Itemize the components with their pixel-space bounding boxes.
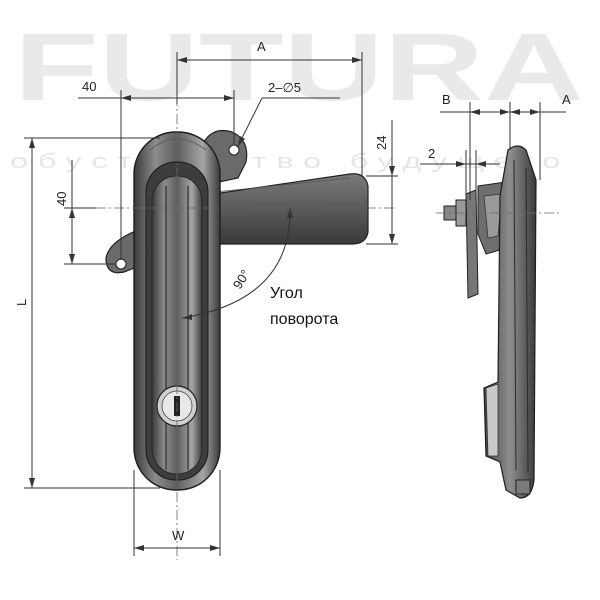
side-view <box>443 145 537 499</box>
handle-body <box>133 131 221 491</box>
dimension-B-side-label: B <box>442 92 451 107</box>
lever-arm <box>199 173 369 245</box>
dimension-W-label: W <box>172 528 185 543</box>
dimension-40-left: 40 <box>54 160 116 265</box>
dimension-A-top: A <box>176 39 363 176</box>
hole-callout-label: 2–∅5 <box>268 80 301 95</box>
dimension-A-side-label: A <box>562 92 571 107</box>
dimension-2-side: 2 <box>420 146 500 196</box>
dimension-24-label: 24 <box>374 136 389 150</box>
dimension-24: 24 <box>366 120 398 245</box>
dimension-W: W <box>133 470 221 556</box>
dimension-40-top-label: 40 <box>82 79 96 94</box>
mounting-hole-top <box>228 144 240 156</box>
dimension-2-side-label: 2 <box>428 146 435 161</box>
rotation-note-line1: Угол <box>270 285 303 302</box>
dimension-40-top: 40 <box>78 79 235 260</box>
watermark: FUTURA обустройство будущего <box>10 14 584 173</box>
rotation-angle-label: 90° <box>230 267 253 292</box>
dimension-L-label: L <box>14 299 29 306</box>
dimension-A-top-label: A <box>257 39 266 54</box>
watermark-brand: FUTURA <box>14 14 584 121</box>
dimension-B-side: B <box>440 92 566 200</box>
mounting-hole-bottom <box>115 258 127 270</box>
dimension-A-side: A <box>510 92 571 180</box>
hole-callout: 2–∅5 <box>237 80 340 147</box>
rotation-note-line2: поворота <box>270 311 338 328</box>
dimension-40-left-label: 40 <box>54 192 69 206</box>
dimension-L: L <box>14 137 160 489</box>
